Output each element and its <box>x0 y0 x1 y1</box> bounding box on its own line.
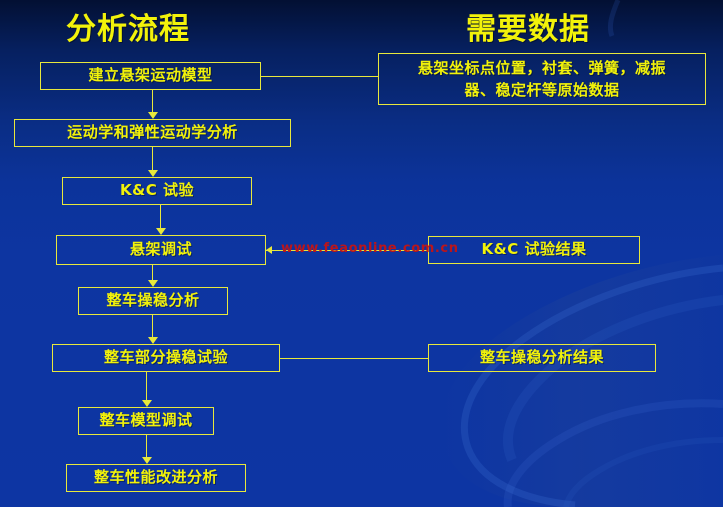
heading-required-data: 需要数据 <box>466 12 590 47</box>
flow-node-kc-test[interactable]: K&C 试验 <box>62 177 252 205</box>
connector-n4-n5 <box>152 265 153 280</box>
data-node-vehicle-handling-results[interactable]: 整车操稳分析结果 <box>428 344 656 372</box>
connector-n3-n4 <box>160 205 161 228</box>
arrow-n3-n4 <box>156 228 166 235</box>
arrow-n1-n2 <box>148 112 158 119</box>
arrow-n5-n6 <box>148 337 158 344</box>
flow-node-kinematics-analysis[interactable]: 运动学和弹性运动学分析 <box>14 119 291 147</box>
connector-n5-n6 <box>152 315 153 337</box>
watermark-text: www.feaonline.com.cn <box>281 241 459 256</box>
connector-n1-d1 <box>261 76 378 77</box>
data-node-kc-test-results[interactable]: K&C 试验结果 <box>428 236 640 264</box>
data-node-raw-suspension-data[interactable]: 悬架坐标点位置，衬套、弹簧，减振 器、稳定杆等原始数据 <box>378 53 706 105</box>
arrow-d2-n4 <box>266 246 272 254</box>
flow-node-build-suspension-model[interactable]: 建立悬架运动模型 <box>40 62 261 90</box>
arrow-n7-n8 <box>142 457 152 464</box>
arrow-n4-n5 <box>148 280 158 287</box>
connector-n1-n2 <box>152 90 153 112</box>
flow-node-vehicle-handling-analysis[interactable]: 整车操稳分析 <box>78 287 228 315</box>
arrow-n2-n3 <box>148 170 158 177</box>
connector-n2-n3 <box>152 147 153 170</box>
heading-analysis-flow: 分析流程 <box>66 12 190 47</box>
arrow-n6-n7 <box>142 400 152 407</box>
connector-n6-n7 <box>146 372 147 400</box>
flow-node-vehicle-performance-improvement[interactable]: 整车性能改进分析 <box>66 464 246 492</box>
flow-node-suspension-tuning[interactable]: 悬架调试 <box>56 235 266 265</box>
flow-node-vehicle-model-tuning[interactable]: 整车模型调试 <box>78 407 214 435</box>
flow-node-vehicle-partial-handling-test[interactable]: 整车部分操稳试验 <box>52 344 280 372</box>
connector-n4-d2 <box>266 250 428 251</box>
connector-n7-n8 <box>146 435 147 457</box>
connector-n6-d3 <box>280 358 428 359</box>
